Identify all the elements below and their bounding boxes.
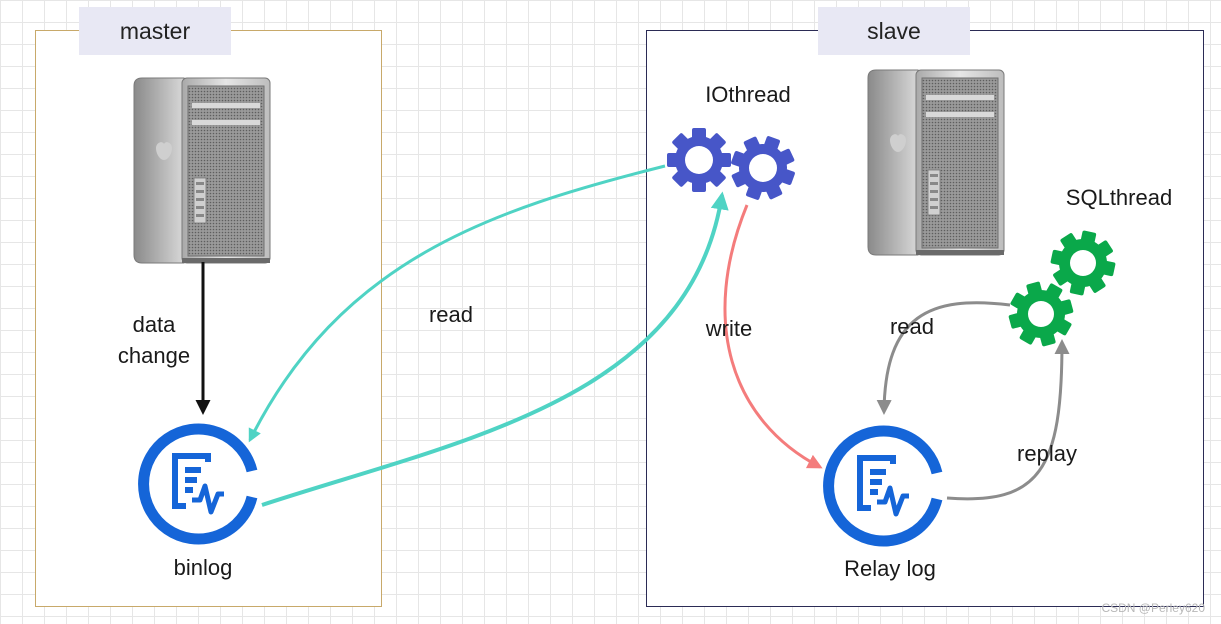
iothread-gears-icon bbox=[667, 126, 805, 210]
iothread-label: IOthread bbox=[705, 82, 791, 107]
relay-log-icon bbox=[829, 431, 937, 541]
binlog-label: binlog bbox=[174, 555, 233, 580]
write-arrow bbox=[723, 204, 823, 469]
sqlthread-label: SQLthread bbox=[1066, 185, 1172, 210]
watermark: CSDN @Perley620 bbox=[1101, 601, 1205, 615]
read-label-slave: read bbox=[890, 314, 934, 339]
read-arrow-to-binlog bbox=[248, 164, 666, 443]
data-change-label-line1: data bbox=[133, 312, 177, 337]
read-label-center: read bbox=[429, 302, 473, 327]
relay-log-label: Relay log bbox=[844, 556, 936, 581]
master-server-icon bbox=[133, 77, 271, 264]
slave-server-icon bbox=[867, 69, 1005, 256]
sqlthread-gears-icon bbox=[997, 225, 1121, 358]
replay-arrow bbox=[946, 339, 1070, 501]
data-change-label-line2: change bbox=[118, 343, 190, 368]
sql-read-arrow bbox=[876, 301, 1011, 415]
write-label: write bbox=[705, 316, 752, 341]
read-arrow-to-iothread bbox=[261, 191, 729, 507]
slave-title: slave bbox=[818, 7, 970, 55]
binlog-icon bbox=[144, 429, 252, 539]
master-title: master bbox=[79, 7, 231, 55]
replay-label: replay bbox=[1017, 441, 1077, 466]
